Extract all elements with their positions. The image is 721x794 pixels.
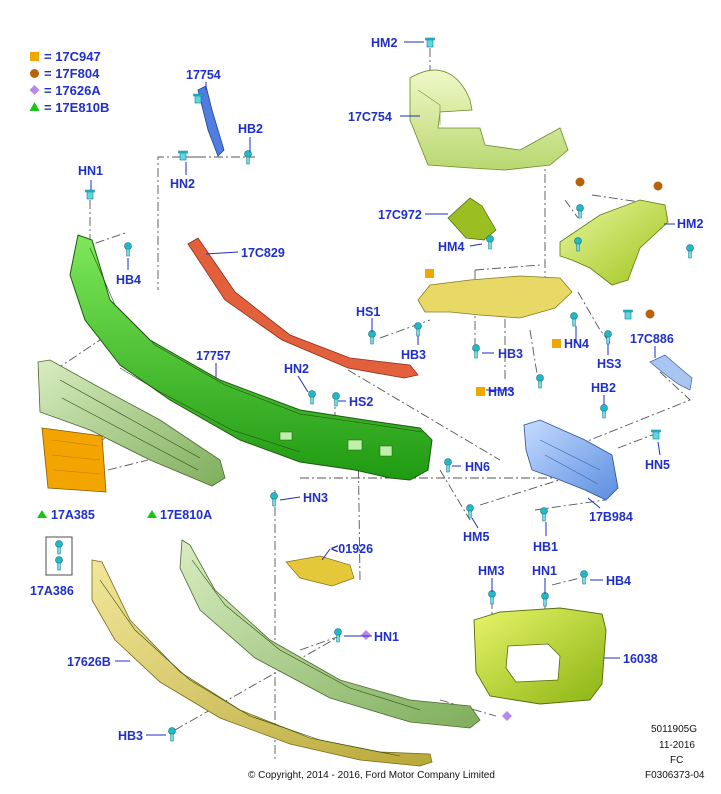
label-hn2-mid: HN2 [284,362,309,376]
legend-markers [37,177,663,721]
label-hn2-top: HN2 [170,177,195,191]
footer-fc: FC [670,755,684,766]
part-17e810a-grille [37,359,226,487]
label-17626b: 17626B [67,655,111,669]
label-hn1-low: HN1 [532,564,557,578]
label-01926: <01926 [331,542,373,556]
label-hs2: HS2 [349,395,373,409]
label-16038: 16038 [623,652,658,666]
leader-lines [90,41,675,736]
part-17754-bracket [197,85,225,157]
part-01926-bracket [285,555,355,587]
footer-date: 11-2016 [659,740,695,751]
legend-circle-icon [30,69,39,78]
part-16038-corner [473,607,607,705]
part-17c829-reinforcement [187,237,419,379]
label-17c886: 17C886 [630,332,674,346]
label-hb3-low: HB3 [118,729,143,743]
footer-copyright: © Copyright, 2014 - 2016, Ford Motor Com… [248,770,495,781]
label-hs3: HS3 [597,357,621,371]
label-hb4-left: HB4 [116,273,141,287]
label-hm2-right: HM2 [677,217,703,231]
label-hn1-diamond: HN1 [374,630,399,644]
legend-triangle-icon [29,102,40,111]
label-hm5: HM5 [463,530,489,544]
legend-diamond-icon [29,85,40,95]
label-17c972: 17C972 [378,208,422,222]
label-17a385: 17A385 [51,508,95,522]
label-hm3-low: HM3 [478,564,504,578]
label-hb2-left: HB2 [238,122,263,136]
legend-label-17e810b: = 17E810B [44,100,109,115]
legend-label-17626a: = 17626A [44,83,101,98]
label-hn6: HN6 [465,460,490,474]
footer-ref: F0306373-04 [645,770,705,781]
legend-square-icon [30,52,39,61]
legend: = 17C947 = 17F804 = 17626A = 17E810B [29,49,109,115]
label-hb2-right: HB2 [591,381,616,395]
label-hb3-mid: HB3 [498,347,523,361]
label-hn5: HN5 [645,458,670,472]
legend-label-17f804: = 17F804 [44,66,100,81]
label-hm3-mid: HM3 [488,385,514,399]
part-17b984-bracket [523,419,619,501]
legend-label-17c947: = 17C947 [44,49,101,64]
part-17c754-mount [409,69,569,171]
label-17b984: 17B984 [589,510,633,524]
part-yellow-bracket [417,275,573,319]
part-lower-valance [179,539,481,729]
label-hn1-left: HN1 [78,164,103,178]
part-17626b-deflector [91,559,433,767]
part-17c972-bracket [447,197,497,241]
label-17e810a: 17E810A [160,508,212,522]
footer-code: 5011905G [651,724,697,735]
label-hb3-mid-left: HB3 [401,348,426,362]
part-right-mount-bracket [559,199,669,286]
callout-labels: HM2 17754 HB2 17C754 HN1 HN2 17C972 HM2 … [30,36,703,743]
label-hb4-low: HB4 [606,574,631,588]
label-hb1: HB1 [533,540,558,554]
label-hm2-top: HM2 [371,36,397,50]
label-17754: 17754 [186,68,221,82]
label-17757: 17757 [196,349,231,363]
part-17a385-plate-bracket [41,427,107,493]
label-hs1: HS1 [356,305,380,319]
label-hn3: HN3 [303,491,328,505]
label-17c754: 17C754 [348,110,392,124]
label-17a386: 17A386 [30,584,74,598]
part-17757-bumper [69,234,433,481]
part-17a386-screws [45,536,73,576]
label-17c829: 17C829 [241,246,285,260]
part-17c886-bracket [649,354,693,391]
label-hn4: HN4 [564,337,589,351]
label-hm4: HM4 [438,240,464,254]
